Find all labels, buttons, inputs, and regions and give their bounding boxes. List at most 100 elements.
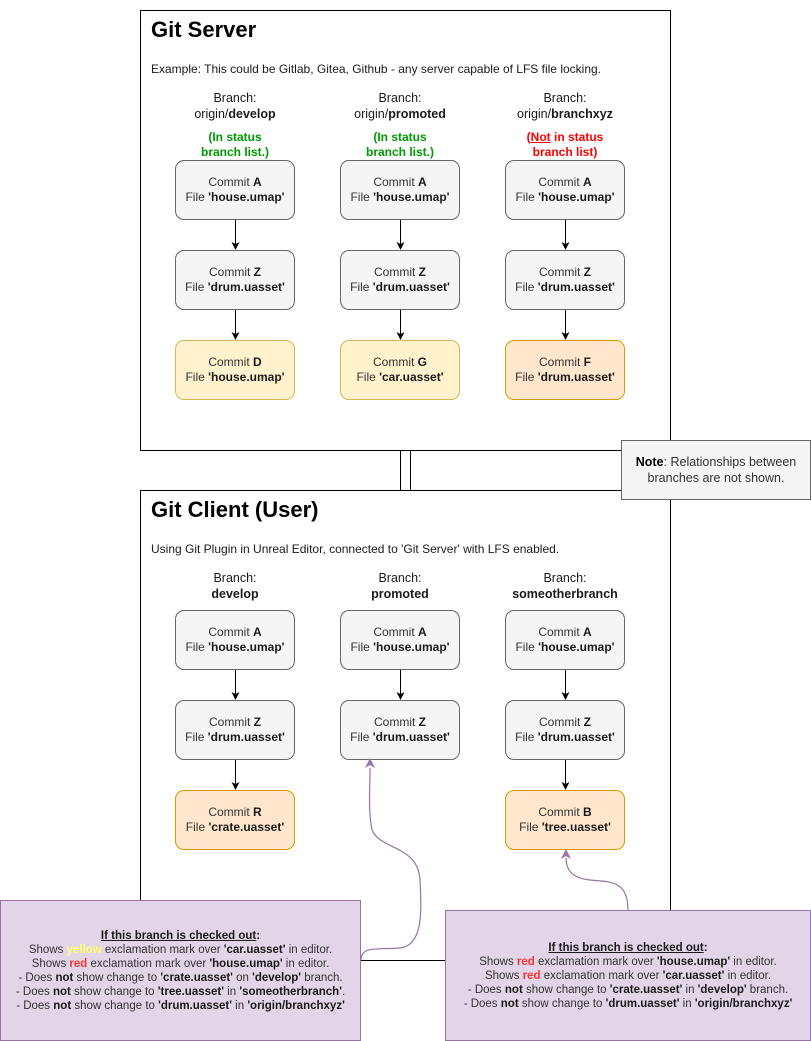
- branch-label-prefix: Branch:: [543, 91, 587, 105]
- status-line-1: (Not in status: [526, 130, 604, 144]
- server-branch-label-promoted: Branch:origin/promoted: [335, 90, 465, 122]
- callout-text: exclamation mark over: [534, 955, 657, 968]
- commit-id: A: [583, 625, 592, 639]
- commit-file: 'drum.uasset': [207, 280, 285, 294]
- commit-file: 'house.umap': [373, 640, 450, 654]
- commit-id: Z: [418, 265, 426, 279]
- branch-name-value: promoted: [371, 587, 429, 601]
- highlight-yellow: yellow: [66, 943, 102, 956]
- callout-text: - Does: [463, 997, 501, 1010]
- callout-text: .: [341, 985, 346, 998]
- callout-emphasis: 'develop': [252, 971, 302, 984]
- note-text: Note: Relationships between branches are…: [635, 455, 797, 485]
- commit-id-line: Commit A: [208, 625, 262, 639]
- callout-line: - Does not show change to 'crate.uasset'…: [446, 983, 810, 997]
- branch-name-prefix: origin/: [194, 107, 229, 121]
- commit-file: 'drum.uasset': [537, 280, 615, 294]
- callout-text: in: [223, 985, 240, 998]
- callout-emphasis: 'someotherbranch': [239, 985, 342, 998]
- status-line-2: branch list.): [200, 145, 269, 159]
- callout-emphasis: 'develop': [697, 983, 747, 996]
- commit-file-line: File 'crate.uasset': [185, 820, 285, 834]
- highlight-red: red: [516, 955, 535, 968]
- commit-id-line: Commit Z: [538, 715, 591, 729]
- commit-id: A: [418, 175, 427, 189]
- commit-id-line: Commit B: [538, 805, 592, 819]
- callout-line: - Does not show change to 'crate.uasset'…: [1, 971, 360, 985]
- commit-file: 'car.uasset': [379, 370, 444, 384]
- branch-label-prefix: Branch:: [213, 91, 257, 105]
- commit-id: B: [583, 805, 592, 819]
- callout-someotherbranch: If this branch is checked out:Shows red …: [445, 910, 811, 1041]
- callout-text: in editor.: [724, 969, 772, 982]
- commit-id: Z: [583, 265, 591, 279]
- commit-id-line: Commit A: [538, 175, 592, 189]
- callout-line: Shows red exclamation mark over 'house.u…: [1, 957, 360, 971]
- callout-text: Shows: [31, 957, 70, 970]
- callout-text: in: [682, 983, 698, 996]
- callout-emphasis: not: [53, 999, 72, 1012]
- commit-file: 'drum.uasset': [372, 280, 450, 294]
- client-branch-label-promoted: Branch:promoted: [335, 570, 465, 602]
- callout-text: show change to: [518, 997, 606, 1010]
- callout-text: on: [232, 971, 253, 984]
- callout-emphasis: 'origin/branchxyz': [247, 999, 345, 1012]
- status-line-2: branch list.): [365, 145, 434, 159]
- callout-text: show change to: [70, 985, 158, 998]
- callout-text: - Does: [18, 971, 56, 984]
- callout-text: - Does: [467, 983, 505, 996]
- branch-name: origin/promoted: [335, 106, 465, 122]
- callout-emphasis: not: [504, 983, 523, 996]
- branch-name-value: develop: [228, 107, 276, 121]
- callout-emphasis: 'tree.uasset': [157, 985, 224, 998]
- callout-emphasis: 'crate.uasset': [609, 983, 683, 996]
- branch-label-prefix: Branch:: [378, 91, 422, 105]
- callout-text: exclamation mark over: [87, 957, 210, 970]
- commit-id: Z: [253, 715, 261, 729]
- commit-file: 'house.umap': [538, 190, 615, 204]
- commit-file-line: File 'drum.uasset': [350, 730, 450, 744]
- status-line-1: (In status: [208, 130, 262, 144]
- callout-emphasis: 'drum.uasset': [605, 997, 680, 1010]
- commit-id-line: Commit Z: [208, 265, 261, 279]
- commit-file-line: File 'drum.uasset': [350, 280, 450, 294]
- branch-label-prefix: Branch:: [213, 571, 257, 585]
- commit-id-line: Commit A: [373, 175, 427, 189]
- commit-id-line: Commit Z: [538, 265, 591, 279]
- commit-id-line: Commit A: [538, 625, 592, 639]
- commit-file-line: File 'drum.uasset': [515, 370, 615, 384]
- callout-text: show change to: [71, 999, 159, 1012]
- client-branch-label-someotherbranch: Branch:someotherbranch: [500, 570, 630, 602]
- commit-file-line: File 'drum.uasset': [515, 730, 615, 744]
- commit-file-line: File 'house.umap': [185, 640, 285, 654]
- commit-file: 'house.umap': [208, 190, 285, 204]
- callout-emphasis: 'drum.uasset': [158, 999, 232, 1012]
- callout-emphasis: 'origin/branchxyz': [694, 997, 793, 1010]
- branch-name-value: someotherbranch: [512, 587, 618, 601]
- commit-file: 'house.umap': [208, 370, 285, 384]
- branch-name-prefix: origin/: [354, 107, 389, 121]
- branch-name: promoted: [335, 586, 465, 602]
- highlight-red: red: [522, 969, 541, 982]
- commit-id-line: Commit G: [372, 355, 427, 369]
- callout-promoted-branch: If this branch is checked out:Shows yell…: [0, 900, 361, 1041]
- callout-text: branch.: [746, 983, 789, 996]
